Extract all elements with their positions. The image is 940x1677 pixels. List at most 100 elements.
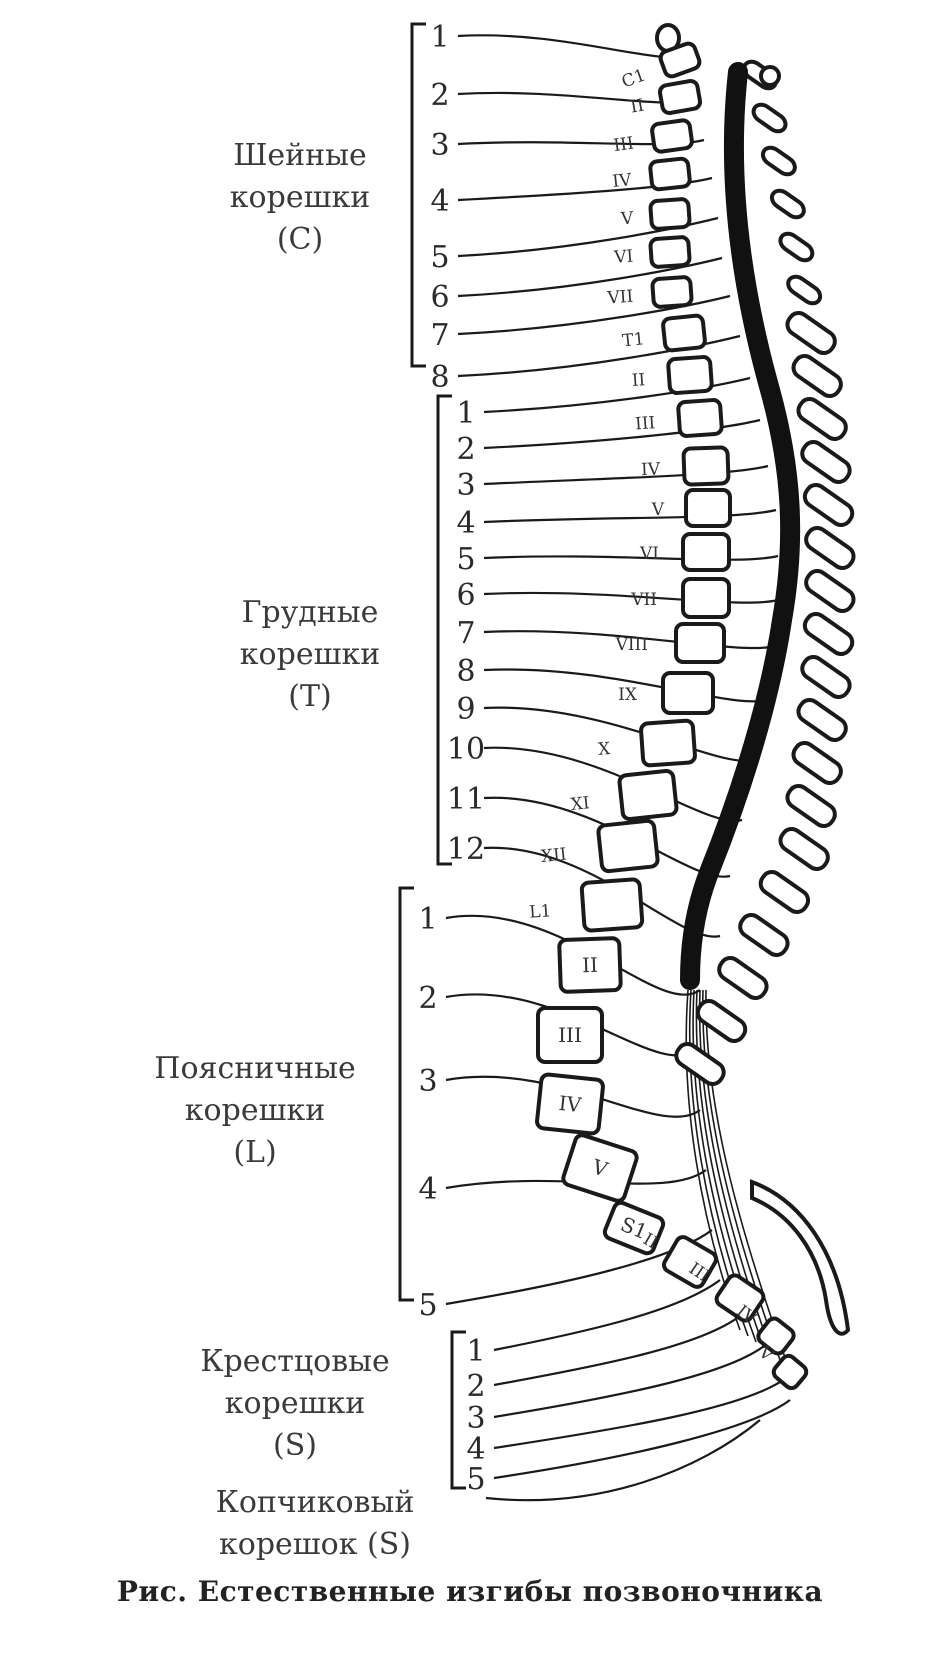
vertebra-label: L1 bbox=[529, 901, 552, 922]
coccygeal-label-line-1: Копчиковый bbox=[190, 1482, 440, 1524]
spinous-process bbox=[798, 653, 853, 701]
lumbar-label-line-2: корешки bbox=[125, 1090, 385, 1132]
thoracic-root-number: 3 bbox=[456, 468, 475, 503]
spinous-process bbox=[777, 825, 832, 873]
coccygeal-group-label: Копчиковый корешок (S) bbox=[190, 1482, 440, 1566]
thoracic-root-number: 8 bbox=[456, 654, 475, 689]
thoracic-group-label: Грудные корешки (T) bbox=[210, 592, 410, 718]
vertebra-label: C1 bbox=[619, 65, 648, 92]
vertebra-label: III bbox=[558, 1023, 582, 1047]
nerve-root-line bbox=[484, 510, 776, 522]
sacral-root-number: 2 bbox=[466, 1369, 485, 1404]
sacral-root-number: 1 bbox=[466, 1334, 485, 1369]
vertebra-body: II bbox=[631, 357, 713, 396]
cervical-root-number: 6 bbox=[430, 280, 449, 315]
thoracic-root-number: 10 bbox=[447, 732, 485, 767]
sacral-root-number: 3 bbox=[466, 1401, 485, 1436]
nerve-root-line bbox=[484, 556, 778, 560]
sacral-root-number: 5 bbox=[466, 1462, 485, 1497]
nerve-root-line bbox=[494, 1316, 740, 1385]
vertebra-body: L1 bbox=[527, 879, 642, 935]
vertebra-body: V bbox=[619, 199, 690, 232]
spinous-process bbox=[760, 144, 799, 178]
vertebra-body: X bbox=[597, 720, 696, 769]
spinous-process bbox=[777, 230, 816, 264]
vertebra-body: T1 bbox=[621, 315, 706, 355]
vertebra-body: III bbox=[538, 1008, 602, 1062]
vertebra-body: VIII bbox=[615, 624, 724, 662]
nerve-root-line bbox=[484, 708, 756, 761]
spinous-process bbox=[790, 352, 845, 400]
vertebra-label: III bbox=[612, 134, 635, 157]
thoracic-root-number: 4 bbox=[456, 506, 475, 541]
thoracic-root-number: 7 bbox=[456, 616, 475, 651]
vertebra-label: II bbox=[629, 96, 646, 118]
spinous-process bbox=[802, 567, 857, 615]
sacral-label-line-3: (S) bbox=[170, 1425, 420, 1467]
vertebra-body: IV bbox=[611, 158, 691, 194]
vertebra-label: V bbox=[619, 209, 634, 230]
coccygeal-label-line-2: корешок (S) bbox=[190, 1524, 440, 1566]
lumbar-group-label: Поясничные корешки (L) bbox=[125, 1048, 385, 1174]
thoracic-root-number: 11 bbox=[447, 782, 485, 817]
atlas-tubercle bbox=[761, 67, 779, 85]
lumbar-root-number: 2 bbox=[418, 981, 437, 1016]
vertebra-label: VI bbox=[639, 544, 659, 564]
sacral-group-label: Крестцовые корешки (S) bbox=[170, 1341, 420, 1467]
spinous-process bbox=[736, 911, 791, 959]
vertebra-label: T1 bbox=[621, 329, 645, 351]
lumbar-root-number: 3 bbox=[418, 1064, 437, 1099]
spinous-process bbox=[750, 101, 789, 135]
nerve-root-line bbox=[494, 1346, 764, 1417]
thoracic-label-line-3: (T) bbox=[210, 676, 410, 718]
cervical-root-number: 1 bbox=[430, 20, 449, 55]
vertebra-label: II bbox=[631, 370, 646, 391]
vertebra-label: IV bbox=[641, 460, 661, 481]
lumbar-root-number: 4 bbox=[418, 1172, 437, 1207]
cervical-label-line-2: корешки bbox=[205, 177, 395, 219]
sacral-label-line-1: Крестцовые bbox=[170, 1341, 420, 1383]
spinous-process bbox=[798, 438, 853, 486]
sacral-bracket bbox=[452, 1332, 466, 1488]
vertebra-label: VI bbox=[613, 247, 634, 268]
spinous-process bbox=[784, 782, 839, 830]
vertebra-label: VII bbox=[606, 287, 634, 309]
thoracic-root-number: 5 bbox=[456, 542, 475, 577]
vertebra-label: IX bbox=[618, 685, 638, 705]
spinous-process bbox=[785, 273, 824, 307]
cervical-root-number: 3 bbox=[430, 128, 449, 163]
vertebra-label: X bbox=[598, 739, 612, 760]
thoracic-root-number: 2 bbox=[456, 432, 475, 467]
cervical-group-label: Шейные корешки (C) bbox=[205, 135, 395, 261]
vertebra-label: IV bbox=[611, 170, 633, 192]
sacral-label-line-2: корешки bbox=[170, 1383, 420, 1425]
vertebra-body: XII bbox=[539, 820, 659, 878]
spinous-process bbox=[790, 739, 845, 787]
vertebra-label: VIII bbox=[615, 635, 648, 655]
thoracic-root-number: 12 bbox=[447, 832, 485, 867]
spinous-process bbox=[801, 481, 856, 529]
vertebra-label: XII bbox=[540, 845, 567, 868]
thoracic-root-number: 6 bbox=[456, 578, 475, 613]
vertebra-label: VII bbox=[630, 590, 657, 610]
figure-caption: Рис. Естественные изгибы позвоночника bbox=[0, 1575, 940, 1608]
spinous-process bbox=[802, 524, 857, 572]
spinous-process bbox=[795, 696, 850, 744]
vertebra-label: IV bbox=[558, 1091, 583, 1117]
cervical-label-line-1: Шейные bbox=[205, 135, 395, 177]
nerve-root-line bbox=[484, 748, 742, 821]
vertebra-body: V bbox=[651, 490, 730, 526]
spinous-process bbox=[694, 997, 749, 1045]
lumbar-root-number: 1 bbox=[418, 902, 437, 937]
spinous-process bbox=[784, 309, 839, 357]
vertebra-body: S1 bbox=[603, 1201, 665, 1256]
thoracic-root-number: 1 bbox=[456, 396, 475, 431]
lumbar-root-number: 5 bbox=[418, 1288, 437, 1323]
vertebra-body: II bbox=[559, 938, 621, 992]
vertebra-body: V bbox=[562, 1133, 639, 1202]
lumbar-label-line-1: Поясничные bbox=[125, 1048, 385, 1090]
spinous-process bbox=[769, 187, 808, 221]
